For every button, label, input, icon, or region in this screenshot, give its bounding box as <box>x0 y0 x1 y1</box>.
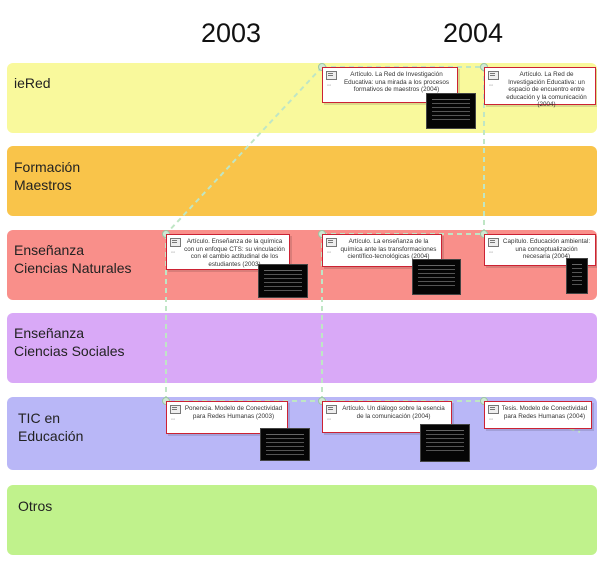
card-marker: ◦◦ <box>327 250 332 256</box>
band-label-tic-educacion: TIC en Educación <box>18 410 84 444</box>
document-icon <box>326 405 337 414</box>
card-title: Tesis. Modelo de Conectividad para Redes… <box>501 405 588 420</box>
card-title: Artículo. La enseñanza de la química ant… <box>340 238 437 260</box>
band-ciencias-sociales <box>7 313 597 383</box>
publication-card[interactable]: ◦◦ Capítulo. Educación ambiental: una co… <box>484 234 596 266</box>
band-label-iered: ieRed <box>14 75 51 91</box>
card-marker: ◦◦ <box>327 83 332 89</box>
document-icon <box>488 238 499 247</box>
publication-card[interactable]: ◦◦ Artículo. La Red de Investigación Edu… <box>322 67 458 103</box>
card-marker: ◦◦ <box>489 250 494 256</box>
year-header-2003: 2003 <box>201 18 262 48</box>
card-marker: ◦◦ <box>327 417 332 423</box>
band-label-otros: Otros <box>18 498 53 514</box>
card-title: Artículo. La Red de Investigación Educat… <box>343 71 449 93</box>
band-label-ciencias-naturales: Enseñanza Ciencias Naturales <box>14 242 132 276</box>
card-marker: ◦◦ <box>489 417 494 423</box>
publication-card[interactable]: ◦◦ Artículo. La Red de Investigación Edu… <box>484 67 596 108</box>
document-thumbnail[interactable] <box>260 428 310 461</box>
document-icon <box>326 238 337 247</box>
band-otros <box>7 485 597 555</box>
document-icon <box>326 71 337 80</box>
card-title: Artículo. La Red de Investigación Educat… <box>506 71 587 108</box>
card-title: Artículo. Enseñanza de la química con un… <box>184 238 285 268</box>
card-title: Artículo. Un diálogo sobre la esencia de… <box>342 405 445 420</box>
document-thumbnail[interactable] <box>566 258 588 294</box>
card-title: Capítulo. Educación ambiental: una conce… <box>502 238 591 260</box>
document-icon <box>488 71 499 80</box>
document-icon <box>170 238 181 247</box>
document-thumbnail[interactable] <box>258 264 308 298</box>
document-icon <box>488 405 499 414</box>
publication-card[interactable]: ◦◦ Ponencia. Modelo de Conectividad para… <box>166 401 288 434</box>
band-label-formacion-maestros: Formación Maestros <box>14 159 81 193</box>
document-thumbnail[interactable] <box>412 259 461 295</box>
document-icon <box>170 405 181 414</box>
publication-card[interactable]: ◦◦ Tesis. Modelo de Conectividad para Re… <box>484 401 592 429</box>
document-thumbnail[interactable] <box>420 424 470 462</box>
card-marker: ◦◦ <box>171 250 176 256</box>
card-marker: ◦◦ <box>489 83 494 89</box>
band-label-ciencias-sociales: Enseñanza Ciencias Sociales <box>14 325 125 359</box>
band-formacion-maestros <box>7 146 597 216</box>
year-header-2004: 2004 <box>443 18 504 48</box>
publication-card[interactable]: ◦◦ Artículo. Enseñanza de la química con… <box>166 234 290 270</box>
card-marker: ◦◦ <box>171 417 176 423</box>
document-thumbnail[interactable] <box>426 93 476 129</box>
card-title: Ponencia. Modelo de Conectividad para Re… <box>184 405 283 420</box>
